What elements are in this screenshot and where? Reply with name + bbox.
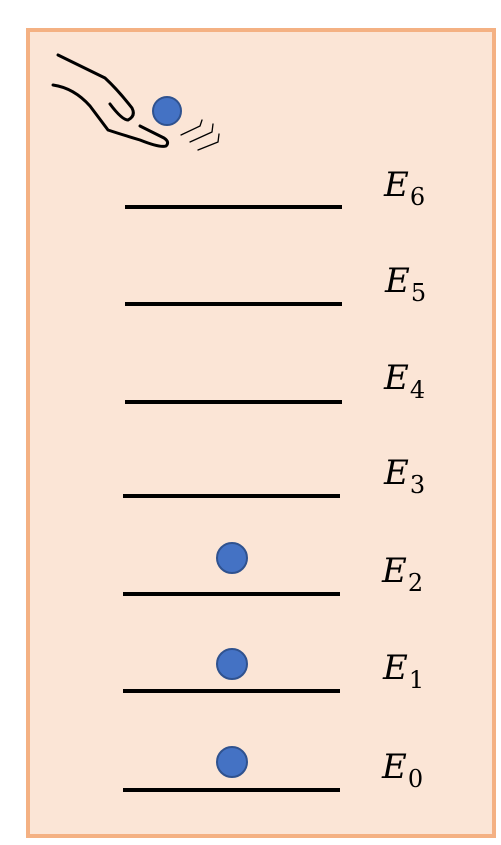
particle-e2 — [216, 542, 248, 574]
motion-lines-icon — [180, 119, 220, 151]
level-label-e1: E1 — [383, 648, 425, 694]
hand-dropping-ball-icon — [51, 53, 220, 151]
level-line-e1 — [123, 689, 340, 693]
level-line-e6 — [125, 205, 342, 209]
hand-palm-icon — [51, 83, 170, 148]
energy-level-panel — [26, 28, 496, 838]
level-label-e2: E2 — [382, 551, 424, 597]
falling-ball — [152, 96, 182, 126]
level-line-e3 — [123, 494, 340, 498]
particle-e1 — [216, 648, 248, 680]
level-label-e3: E3 — [384, 453, 426, 499]
level-label-e6: E6 — [384, 165, 426, 211]
level-label-e4: E4 — [384, 358, 426, 404]
level-line-e2 — [123, 592, 340, 596]
level-line-e5 — [125, 302, 342, 306]
hand-outline-icon — [56, 53, 135, 122]
level-label-e5: E5 — [385, 261, 427, 307]
level-line-e0 — [123, 788, 340, 792]
level-label-e0: E0 — [382, 747, 424, 793]
particle-e0 — [216, 746, 248, 778]
level-line-e4 — [125, 400, 342, 404]
